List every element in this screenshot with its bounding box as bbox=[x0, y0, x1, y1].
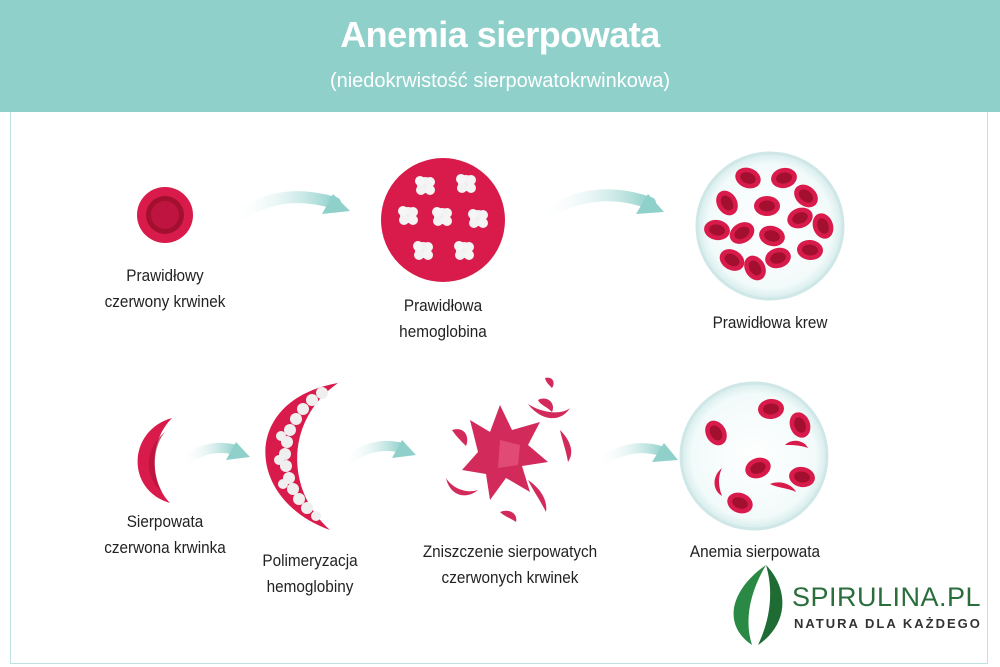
label-line: Sierpowata bbox=[126, 512, 204, 531]
label-line: hemoglobiny bbox=[266, 577, 354, 596]
label-line: czerwona krwinka bbox=[104, 538, 226, 557]
arrow-icon bbox=[591, 443, 678, 470]
polymerized-sickle-icon bbox=[265, 383, 338, 530]
arrow-icon bbox=[534, 189, 664, 224]
normal-blood-plate-icon bbox=[695, 151, 845, 301]
label-sickle-blood: Anemia sierpowata bbox=[679, 539, 832, 565]
label-line: Prawidłowa krew bbox=[712, 313, 828, 332]
label-line: Prawidłowy bbox=[126, 266, 204, 285]
page-title: Anemia sierpowata bbox=[340, 14, 660, 55]
label-line: Zniszczenie sierpowatych bbox=[422, 542, 598, 561]
spirulina-leaf-logo bbox=[733, 565, 783, 645]
content-frame bbox=[10, 112, 988, 664]
label-polymerization: Polimeryzacja hemoglobiny bbox=[243, 548, 378, 600]
label-sickle-cell: Sierpowata czerwona krwinka bbox=[93, 509, 237, 561]
label-destruction: Zniszczenie sierpowatych czerwonych krwi… bbox=[411, 539, 609, 591]
brand-name: SPIRULINA.PL bbox=[792, 582, 982, 612]
label-line: hemoglobina bbox=[399, 322, 487, 341]
label-line: Prawidłowa bbox=[403, 296, 483, 315]
arrow-icon bbox=[226, 191, 350, 228]
sickle-blood-plate-icon bbox=[679, 381, 829, 531]
label-line: Anemia sierpowata bbox=[689, 542, 821, 561]
normal-hemoglobin-icon bbox=[381, 158, 505, 282]
label-normal-blood: Prawidłowa krew bbox=[698, 310, 842, 336]
brand-tagline: NATURA DLA KAŻDEGO bbox=[794, 616, 982, 631]
header-banner: Anemia sierpowata (niedokrwistość sierpo… bbox=[0, 0, 1000, 112]
label-normal-cell: Prawidłowy czerwony krwinek bbox=[102, 263, 228, 315]
label-normal-hemoglobin: Prawidłowa hemoglobina bbox=[380, 293, 506, 345]
page-subtitle: (niedokrwistość sierpowatokrwinkowa) bbox=[329, 70, 671, 92]
destroyed-cells-icon bbox=[446, 377, 572, 522]
label-line: Polimeryzacja bbox=[262, 551, 358, 570]
label-line: czerwony krwinek bbox=[104, 292, 226, 311]
sickle-cell-icon bbox=[137, 418, 172, 503]
label-line: czerwonych krwinek bbox=[441, 568, 579, 587]
arrow-icon bbox=[339, 440, 416, 468]
normal-red-cell-icon bbox=[137, 187, 193, 243]
arrow-icon bbox=[175, 442, 250, 470]
